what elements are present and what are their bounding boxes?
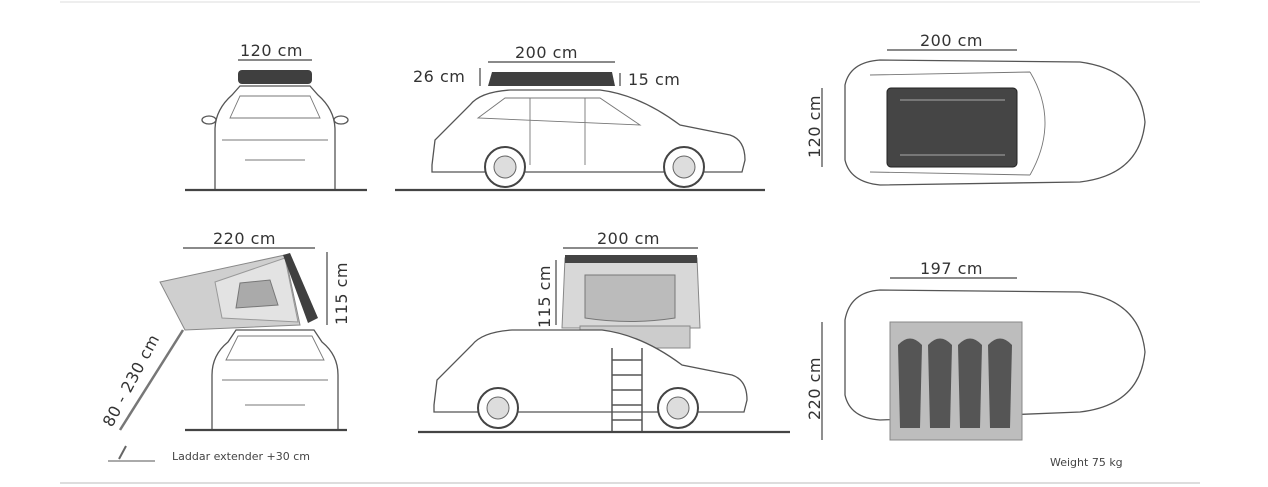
length-label: 220 cm: [805, 357, 824, 420]
closed-tent: [238, 70, 312, 84]
width-label: 197 cm: [920, 259, 983, 278]
ladder-extender-label: Laddar extender +30 cm: [172, 450, 310, 463]
width-label: 200 cm: [597, 229, 660, 248]
height-label: 115 cm: [332, 262, 351, 325]
open-top-view: 197 cm 220 cm Weight 75 kg: [805, 259, 1146, 469]
ladder-length-label: 80 - 230 cm: [99, 331, 164, 430]
closed-top-view: 200 cm 120 cm: [805, 31, 1146, 186]
height-label: 115 cm: [535, 265, 554, 328]
closed-side-view: 200 cm 26 cm 15 cm: [395, 43, 765, 192]
ladder-extender-legend: Laddar extender +30 cm: [108, 445, 310, 463]
open-front-view: 220 cm 115 cm 80 - 230 cm: [99, 229, 351, 432]
sleeping-bag: [928, 338, 952, 428]
rear-height-label: 15 cm: [628, 70, 680, 89]
ladder: [118, 329, 185, 431]
tent-window: [235, 279, 279, 309]
sleeping-bags: [898, 338, 1012, 428]
weight-label: Weight 75 kg: [1050, 456, 1123, 469]
width-label: 120 cm: [240, 41, 303, 60]
ladder: [611, 348, 643, 432]
car-front: [214, 85, 336, 191]
sleeping-bag: [988, 338, 1012, 428]
tent-shell: [565, 255, 697, 263]
width-label: 120 cm: [805, 95, 824, 158]
tent-shell: [283, 253, 318, 323]
tent-door: [584, 274, 676, 322]
closed-tent: [886, 87, 1018, 168]
open-side-view: 200 cm 115 cm: [418, 229, 790, 434]
sleeping-bag: [898, 338, 922, 428]
length-label: 200 cm: [515, 43, 578, 62]
sleeping-bag: [958, 338, 982, 428]
length-label: 220 cm: [213, 229, 276, 248]
front-height-label: 26 cm: [413, 67, 465, 86]
length-label: 200 cm: [920, 31, 983, 50]
closed-tent: [488, 72, 615, 86]
closed-front-view: 120 cm: [185, 41, 367, 192]
